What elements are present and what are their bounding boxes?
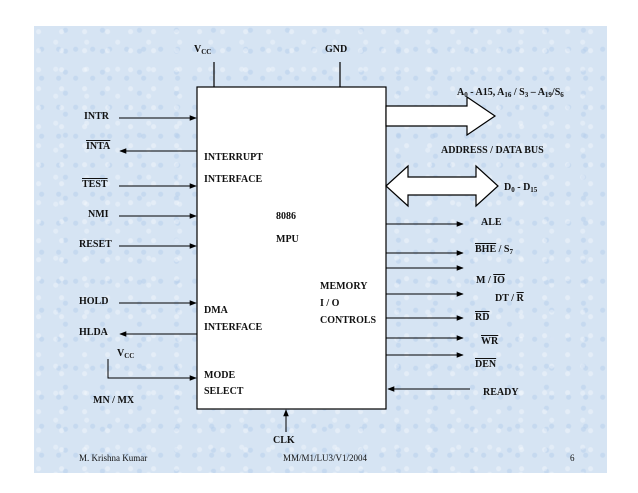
memio-label-1: MEMORY <box>320 281 368 292</box>
intr-label: INTR <box>84 111 110 122</box>
inta-label: INTA <box>86 141 111 152</box>
nmi-label: NMI <box>88 209 109 220</box>
vcc-top-label: VCC <box>194 44 212 56</box>
footer-page-number: 6 <box>570 453 575 463</box>
dma-label-2: INTERFACE <box>204 322 263 333</box>
address-data-bus-label: ADDRESS / DATA BUS <box>441 145 544 156</box>
mn-mx-line <box>107 359 197 381</box>
interrupt-label-2: INTERFACE <box>204 174 263 185</box>
ale-label: ALE <box>481 217 502 228</box>
gnd-label: GND <box>325 44 348 55</box>
footer-author: M. Krishna Kumar <box>79 453 148 463</box>
rd-label: RD <box>475 312 490 323</box>
clk-label: CLK <box>273 435 295 446</box>
mn-mx-label: MN / MX <box>93 395 135 406</box>
test-label: TEST <box>82 179 108 190</box>
memio-label-2: I / O <box>320 298 340 309</box>
bhe-label: BHE / S7 <box>475 244 513 256</box>
mode-label-2: SELECT <box>204 386 244 397</box>
ready-label: READY <box>483 387 519 398</box>
data-lines-label: D0 - D15 <box>504 182 538 194</box>
data-bus-arrow <box>385 164 499 208</box>
mpu-label-2: MPU <box>276 234 299 245</box>
mpu-block <box>196 86 387 410</box>
wr-label: WR <box>481 336 499 347</box>
address-bus-arrow <box>385 95 497 137</box>
memio-label-3: CONTROLS <box>320 315 377 326</box>
mode-label-1: MODE <box>204 370 236 381</box>
dma-label-1: DMA <box>204 305 228 316</box>
m-io-label: M / IO <box>476 275 505 286</box>
hlda-label: HLDA <box>79 327 108 338</box>
dt-r-label: DT / R <box>495 293 524 304</box>
address-lines-label: A0 - A15, A16 / S3 – A19/S6 <box>457 87 564 99</box>
footer-code: MM/M1/LU3/V1/2004 <box>283 453 368 463</box>
interrupt-label-1: INTERRUPT <box>204 152 263 163</box>
hold-label: HOLD <box>79 296 109 307</box>
vcc-mode-label: VCC <box>117 348 135 360</box>
den-label: DEN <box>475 359 497 370</box>
reset-label: RESET <box>79 239 112 250</box>
mpu-label-1: 8086 <box>276 211 296 222</box>
